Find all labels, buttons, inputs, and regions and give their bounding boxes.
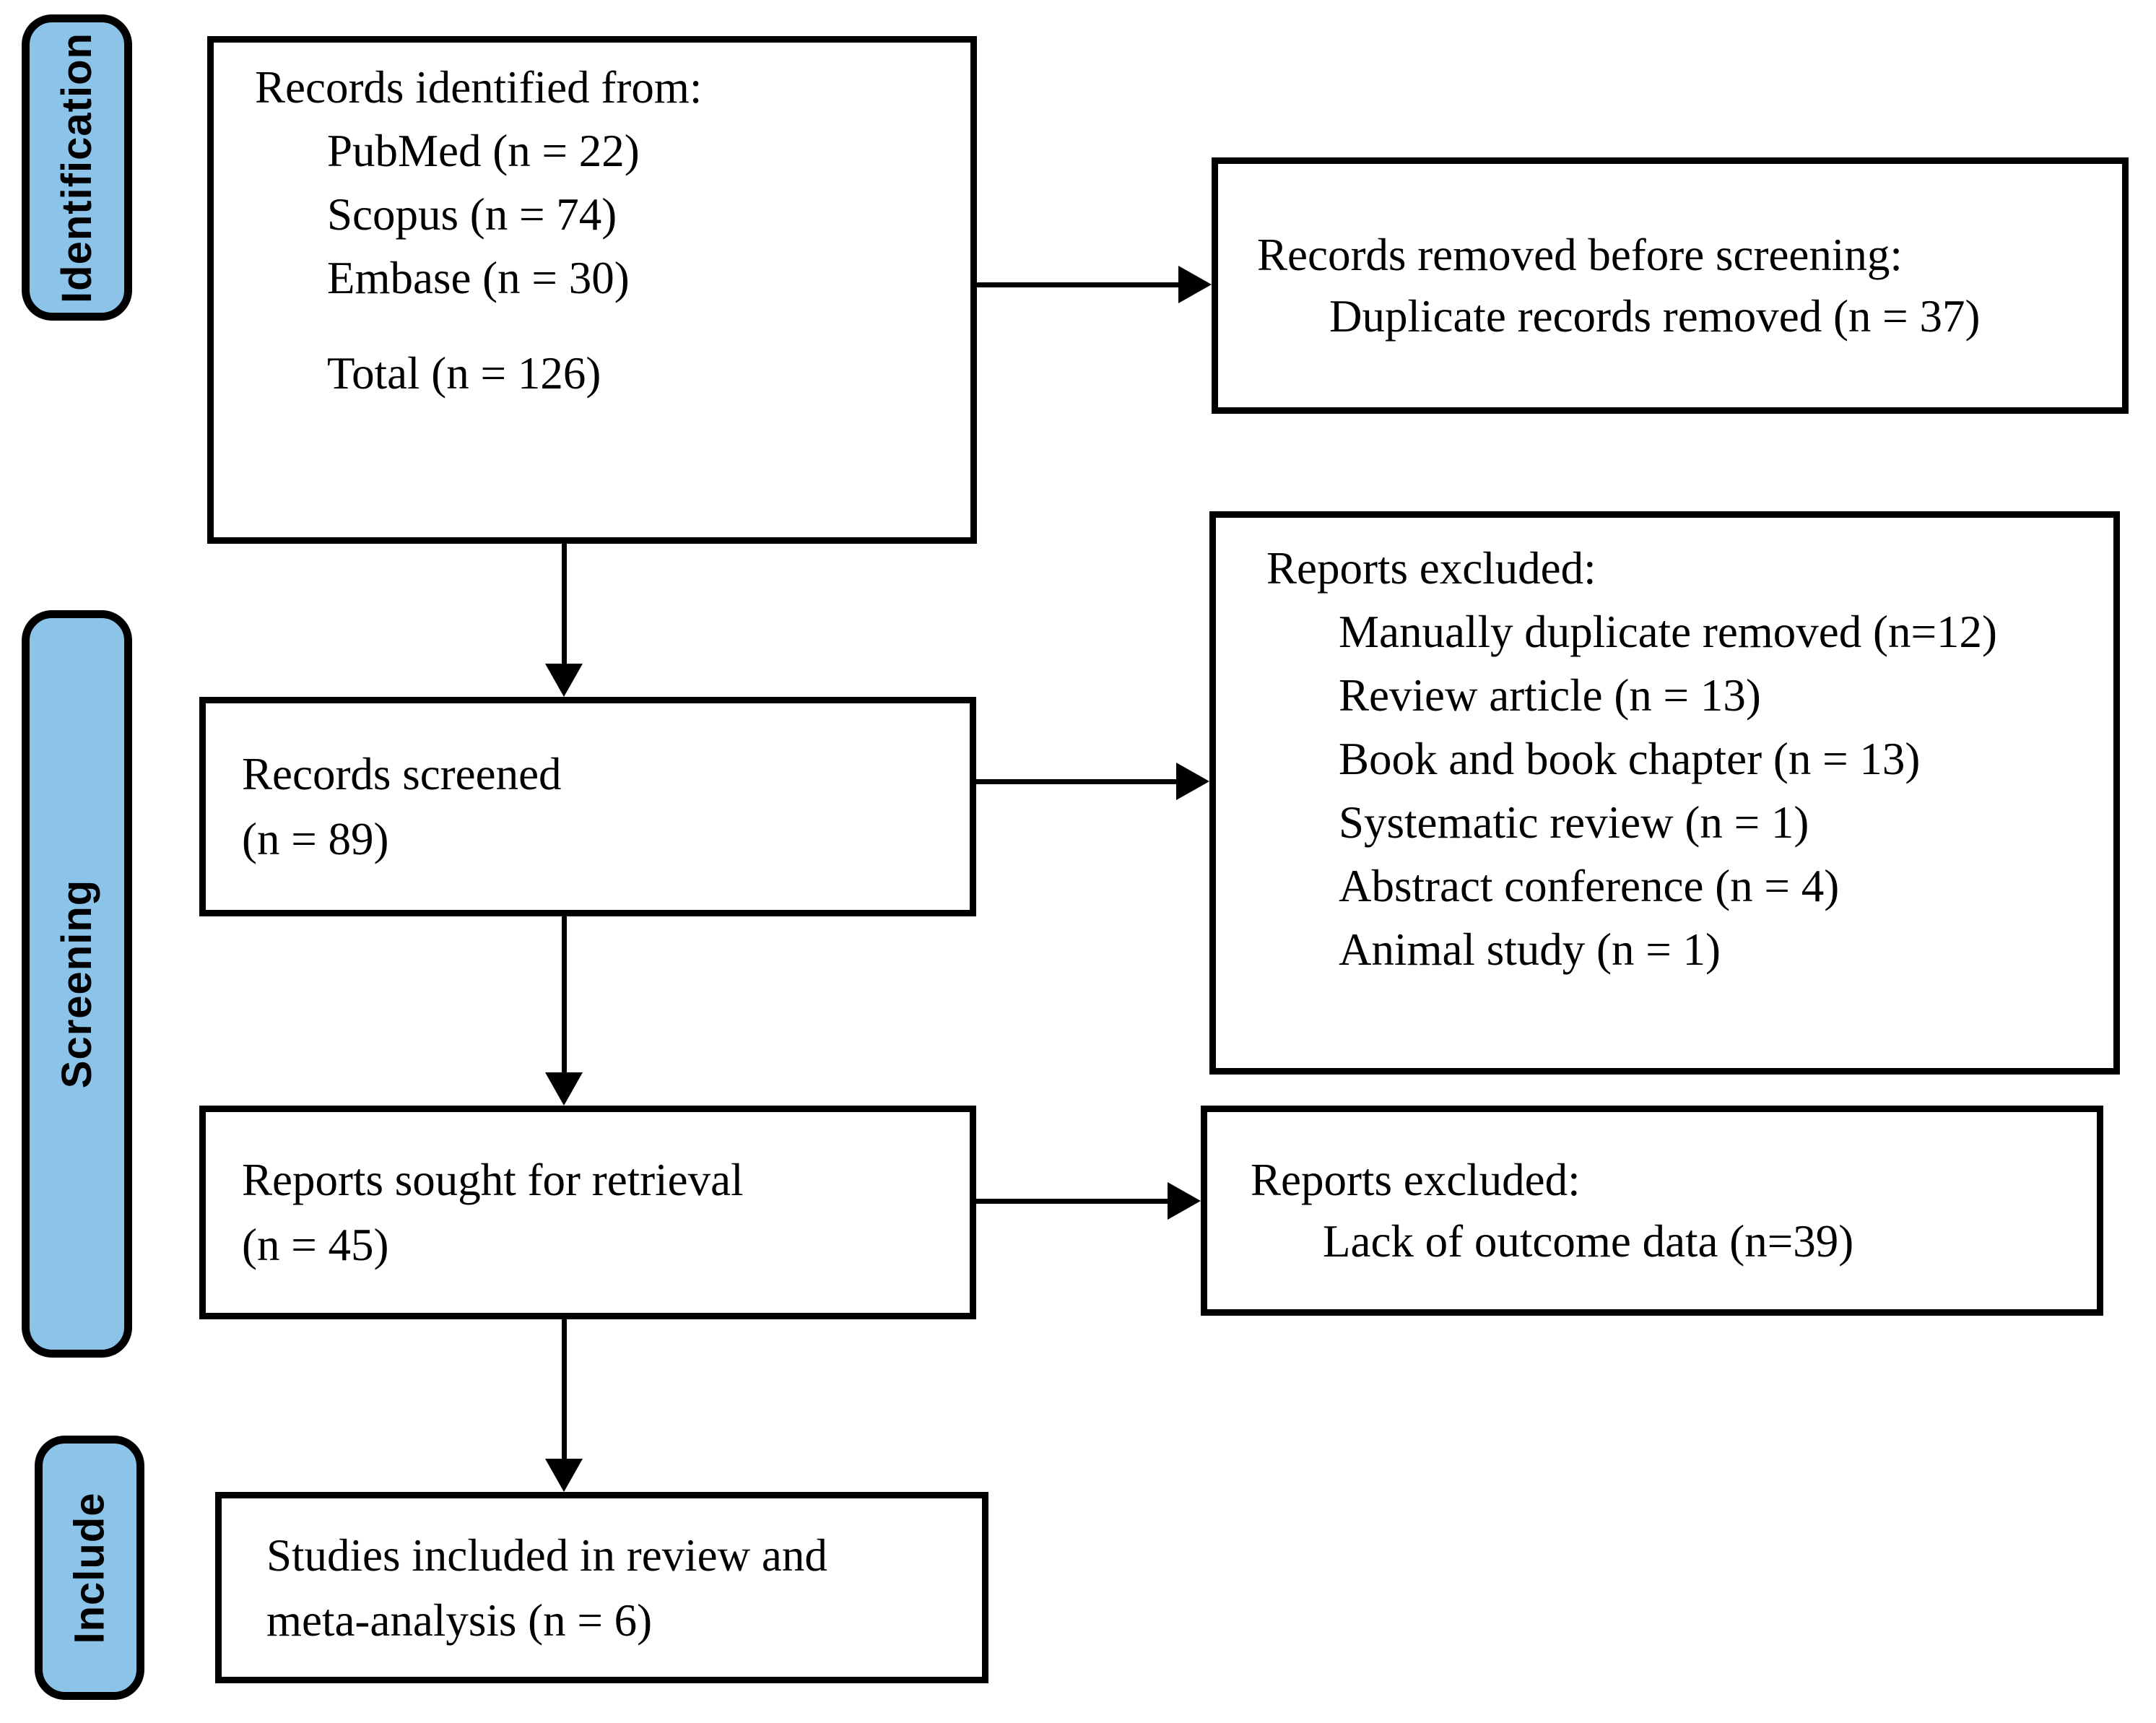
box-line: Reports sought for retrieval [242,1155,744,1205]
box-line: (n = 89) [242,814,389,864]
box-line: (n = 45) [242,1220,389,1270]
box-line: Book and book chapter (n = 13) [1339,734,1921,784]
box-items: PubMed (n = 22) Scopus (n = 74) Embase (n … [255,119,949,405]
box-lines: Studies included in review and meta-analy… [266,1523,982,1653]
box-line: Records screened [242,749,562,799]
box-line: Studies included in review and [266,1529,827,1581]
arrow-head-icon [545,1072,583,1106]
box-lines: Reports sought for retrieval (n = 45) [242,1147,970,1277]
box-line: Manually duplicate removed (n=12) [1339,607,1997,657]
arrow-line [562,916,567,1074]
box-studies-included: Studies included in review and meta-analy… [215,1492,988,1683]
box-line: Embase (n = 30) [327,253,630,303]
box-title: Records identified from: [255,62,703,113]
box-line: Lack of outcome data (n=39) [1323,1215,1854,1267]
box-items: Duplicate records removed (n = 37) [1257,286,2122,347]
box-line: Review article (n = 13) [1339,670,1761,721]
box-title: Reports excluded: [1251,1154,1581,1205]
box-line: Animal study (n = 1) [1339,924,1721,975]
arrow-head-icon [1178,266,1212,303]
box-line: Scopus (n = 74) [327,189,617,240]
stage-label-identification: Identification [53,32,101,303]
box-lines: Records screened (n = 89) [242,742,970,872]
box-reports-excluded-retrieval: Reports excluded: Lack of outcome data (… [1201,1106,2103,1316]
box-items: Lack of outcome data (n=39) [1251,1211,2097,1272]
arrow-line [977,282,1181,287]
arrow-head-icon [545,1459,583,1492]
box-title: Records removed before screening: [1257,229,1903,280]
box-records-identified: Records identified from: PubMed (n = 22)… [207,36,977,544]
arrow-head-icon [1168,1182,1201,1220]
arrow-line [562,1319,567,1460]
arrow-head-icon [545,664,583,697]
box-records-screened: Records screened (n = 89) [199,697,976,916]
stage-pill-identification: Identification [22,14,132,321]
box-reports-sought: Reports sought for retrieval (n = 45) [199,1106,976,1319]
stage-label-screening: Screening [53,879,100,1089]
box-line: Abstract conference (n = 4) [1339,861,1840,911]
box-reports-excluded-screening: Reports excluded: Manually duplicate rem… [1209,511,2120,1075]
arrow-line [976,779,1178,784]
box-line: meta-analysis (n = 6) [266,1594,653,1646]
stage-pill-screening: Screening [22,610,132,1358]
stage-pill-include: Include [35,1436,144,1700]
arrow-head-icon [1176,763,1209,800]
box-line: Total (n = 126) [327,348,601,399]
stage-label-include: Include [66,1491,113,1644]
box-line: PubMed (n = 22) [327,126,640,176]
box-records-removed: Records removed before screening: Duplic… [1212,157,2129,414]
box-items: Manually duplicate removed (n=12) Review … [1266,600,2092,981]
box-line: Systematic review (n = 1) [1339,797,1809,848]
box-line: Duplicate records removed (n = 37) [1329,290,1981,342]
box-line [255,310,949,342]
box-title: Reports excluded: [1266,543,1596,594]
arrow-line [562,543,567,666]
arrow-line [976,1199,1170,1204]
